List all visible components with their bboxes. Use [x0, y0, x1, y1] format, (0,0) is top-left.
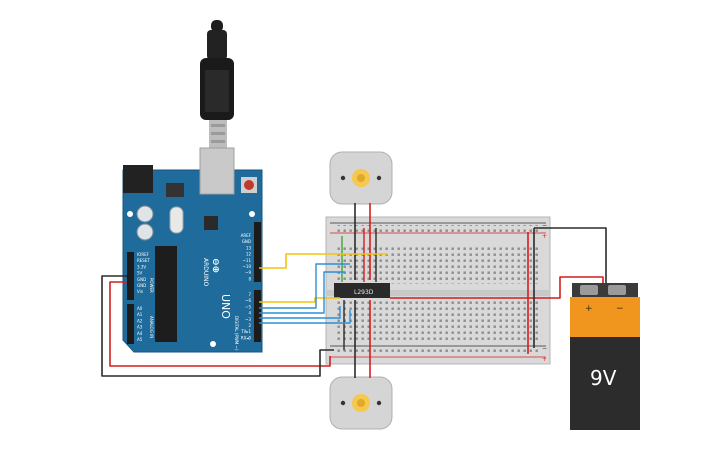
analog-labels-2: A2	[137, 318, 143, 323]
battery-minus: −	[616, 304, 624, 314]
wire-arduino-5v	[109, 281, 331, 367]
header-labels-6: ~9	[245, 270, 251, 275]
arduino-brand: ARDUINO	[202, 258, 209, 287]
header-labels-4: ~11	[243, 258, 252, 263]
analog-header	[127, 304, 134, 344]
digital-header-title: DIGITAL (PWM ~)	[234, 316, 239, 351]
wire-battery-minus	[534, 227, 607, 283]
header-labels-3: 12	[246, 252, 252, 257]
power-header	[127, 252, 134, 300]
battery-plus: +	[585, 304, 593, 314]
battery-label: 9V	[590, 366, 617, 390]
arduino-model: UNO	[219, 294, 232, 319]
wire-blue-1	[259, 263, 350, 309]
analog-labels-4: A4	[137, 331, 143, 336]
rail-minus-top: −	[542, 222, 547, 229]
analog-labels-0: A0	[137, 306, 143, 311]
rail-plus-top: +	[542, 233, 547, 240]
digital-labels-3: 4	[248, 311, 251, 316]
digital-header-top	[254, 222, 261, 282]
digital-header-bottom	[254, 290, 261, 342]
digital-labels-1: ~6	[245, 298, 251, 303]
wire-arduino-gnd	[101, 275, 334, 377]
analog-labels-5: A5	[137, 337, 143, 342]
digital-labels-5: 2	[248, 323, 251, 328]
wire-blue-3	[259, 306, 341, 319]
battery-9v[interactable]: + − 9V	[570, 283, 640, 430]
power-jack	[123, 165, 153, 193]
rail-plus-bottom: +	[542, 356, 547, 363]
wire-blue-4	[259, 310, 351, 324]
digital-labels-4: ~3	[245, 317, 251, 322]
digital-labels-6: TX▸1	[240, 329, 251, 334]
power-labels-2: 3.3V	[137, 264, 146, 269]
header-labels-5: ~10	[243, 264, 252, 269]
analog-header-title: ANALOG IN	[149, 316, 154, 338]
wire-yellow-1	[259, 253, 388, 269]
wire-yellow-2	[259, 297, 340, 303]
digital-labels-0: 7	[248, 292, 251, 297]
header-labels-1: GND	[242, 239, 251, 244]
dc-motor-top[interactable]	[329, 151, 393, 205]
digital-labels-7: RX◂0	[241, 335, 252, 340]
header-labels-7: 8	[248, 276, 251, 281]
digital-labels-2: ~5	[245, 304, 251, 309]
power-header-title: POWER	[149, 278, 154, 293]
header-labels-2: 13	[246, 245, 252, 250]
rail-minus-bottom: −	[542, 345, 547, 352]
usb-port	[199, 147, 235, 195]
wire-battery-plus	[390, 276, 604, 299]
arduino-logo: ⊖⊕	[210, 258, 220, 273]
power-labels-0: IOREF	[137, 252, 150, 257]
power-labels-5: GND	[137, 283, 146, 288]
analog-labels-1: A1	[137, 312, 143, 317]
wires[interactable]	[101, 203, 607, 378]
atmega-chip	[155, 246, 177, 342]
power-labels-4: GND	[137, 277, 146, 282]
power-labels-1: RESET	[137, 258, 150, 263]
l293d-chip[interactable]: L293D	[334, 283, 390, 298]
header-labels-0: AREF	[241, 233, 252, 238]
chip-label: L293D	[354, 289, 374, 296]
usb-cable[interactable]	[200, 20, 234, 148]
power-labels-3: 5V	[137, 271, 143, 276]
analog-labels-3: A3	[137, 325, 143, 330]
dc-motor-bottom[interactable]	[329, 376, 393, 430]
power-labels-6: Vin	[137, 289, 144, 294]
wire-blue-2	[259, 271, 345, 314]
